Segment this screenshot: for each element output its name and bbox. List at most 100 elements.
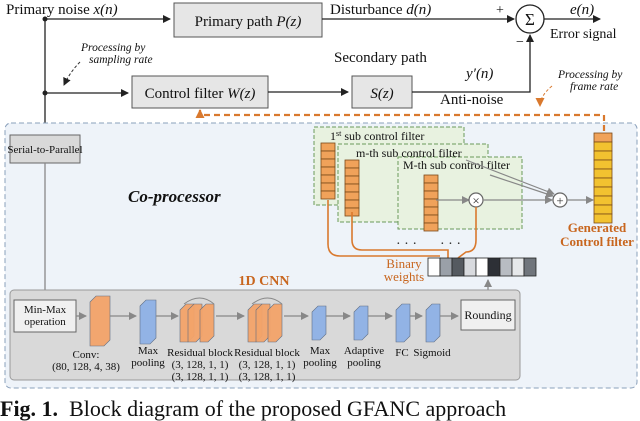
binary-weight-cell xyxy=(487,257,501,277)
filter-cell xyxy=(423,182,439,192)
filter-cell xyxy=(423,206,439,216)
maxpool-layer xyxy=(139,299,157,345)
generated-cell xyxy=(593,159,613,170)
primary-path-block xyxy=(173,2,323,38)
anti-noise-line xyxy=(412,34,534,93)
minus-sign: − xyxy=(516,35,524,50)
rounding-label: Rounding xyxy=(464,308,511,322)
cnn-title: 1D CNN xyxy=(239,274,290,289)
conv-layer xyxy=(89,295,111,347)
binary-weight-cell xyxy=(427,257,441,277)
frame-pointer xyxy=(535,85,553,107)
multiply-symbol: × xyxy=(472,193,479,208)
binary-weight-cell xyxy=(511,257,525,277)
filter-cell xyxy=(344,191,360,201)
sampling-pointer xyxy=(63,61,81,86)
weight-line-1 xyxy=(327,200,440,257)
filter-cell xyxy=(423,222,439,232)
secondary-path-label: Secondary path xyxy=(334,50,427,66)
error-symbol: e(n) xyxy=(570,2,594,18)
generated-cell xyxy=(593,141,613,152)
filter-cell xyxy=(344,167,360,177)
secondary-path-symbol: S(z) xyxy=(370,86,393,102)
binary-weight-cell xyxy=(475,257,489,277)
x-junction-dot xyxy=(42,16,48,22)
res1-layer-c xyxy=(199,303,215,343)
filter-cell xyxy=(320,174,336,184)
serial-to-parallel-label: Serial-to-Parallel xyxy=(7,144,82,156)
filter-cell xyxy=(320,142,336,152)
filter-cell xyxy=(423,174,439,184)
res-block-2-label: Residual block(3, 128, 1, 1)(3, 128, 1, … xyxy=(234,347,300,383)
sub-filter-M-label: M-th sub control filter xyxy=(403,158,510,172)
sub-filter-1-cells xyxy=(320,142,336,200)
filter-cell xyxy=(320,166,336,176)
filter-cell xyxy=(320,182,336,192)
sub-filter-stack: 1st sub control filter m-th sub control … xyxy=(313,126,523,230)
sum-symbol: Σ xyxy=(525,10,535,29)
filter-cell xyxy=(423,198,439,208)
figure-caption: Fig. 1. Block diagram of the proposed GF… xyxy=(0,396,640,421)
generated-cell xyxy=(593,177,613,188)
sub-filter-m-cells xyxy=(344,159,360,217)
coprocessor-title: Co-processor xyxy=(128,187,221,206)
sigmoid-label: Sigmoid xyxy=(413,347,451,359)
sub-filter-1-label: 1st sub control filter xyxy=(330,129,424,143)
conv-label: Conv:(80, 128, 4, 38) xyxy=(52,349,120,373)
update-path xyxy=(195,109,606,131)
binary-weight-cell xyxy=(523,257,537,277)
generated-cell xyxy=(593,150,613,161)
dots-1: · · · xyxy=(396,237,417,252)
binary-weights-bar xyxy=(427,257,537,277)
dots-2: · · · xyxy=(440,237,461,252)
sigmoid-layer xyxy=(425,303,441,343)
binary-weight-cell xyxy=(463,257,477,277)
res2-layer-c xyxy=(267,303,283,343)
one-to-add-line xyxy=(465,159,555,196)
res2-skip xyxy=(251,297,283,305)
sub-filter-M-box xyxy=(397,156,523,230)
anti-noise-label: Anti-noise xyxy=(440,92,504,108)
adaptive-layer xyxy=(353,305,369,341)
plus-sign: + xyxy=(496,3,504,18)
figure-number: Fig. 1. xyxy=(0,396,59,421)
generated-cell xyxy=(593,204,613,215)
filter-cell xyxy=(320,158,336,168)
weight-line-3 xyxy=(457,207,477,259)
primary-path-label: Primary path P(z) xyxy=(195,14,302,30)
binary-weight-cell xyxy=(439,257,453,277)
m-to-add-line xyxy=(489,174,554,198)
sub-filter-m-label: m-th sub control filter xyxy=(356,146,462,160)
filter-cell xyxy=(344,159,360,169)
binary-weight-cell xyxy=(499,257,513,277)
generated-cell xyxy=(593,213,613,224)
res-block-1-label: Residual block(3, 128, 1, 1)(3, 128, 1, … xyxy=(167,347,233,383)
generated-filter xyxy=(593,132,613,224)
rounding-block xyxy=(460,299,516,331)
fc-label: FC xyxy=(395,347,408,359)
filter-cell xyxy=(320,190,336,200)
filter-cell xyxy=(423,214,439,224)
control-filter-label: Control filter W(z) xyxy=(145,86,256,102)
error-signal-label: Error signal xyxy=(550,27,617,42)
sub-filter-M-cells xyxy=(423,174,439,232)
fc-layer xyxy=(395,303,411,343)
minmax-block xyxy=(13,299,77,333)
filter-cell xyxy=(320,150,336,160)
caption-text: Block diagram of the proposed GFANC appr… xyxy=(69,396,507,421)
binary-weight-cell xyxy=(451,257,465,277)
generated-cell xyxy=(593,186,613,197)
filter-cell xyxy=(344,183,360,193)
primary-noise-label: Primary noise x(n) xyxy=(6,2,118,18)
generated-cell xyxy=(593,132,613,143)
generated-cell xyxy=(593,195,613,206)
cnn-layers xyxy=(76,295,459,347)
